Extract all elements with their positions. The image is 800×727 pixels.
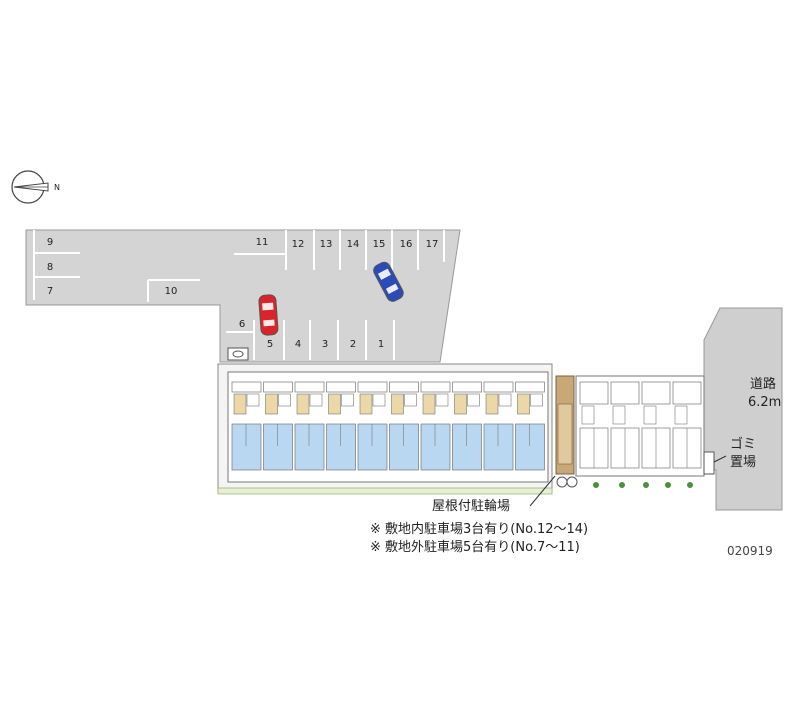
unit-block bbox=[231, 381, 262, 471]
unit-block bbox=[579, 381, 609, 469]
slot-5: 5 bbox=[267, 339, 273, 350]
garbage-label-2: 置場 bbox=[730, 455, 756, 470]
red-car-icon bbox=[258, 294, 279, 336]
unit-block bbox=[515, 381, 545, 471]
bicycle-label: 屋根付駐輪場 bbox=[432, 498, 510, 514]
apartment-building-main bbox=[217, 363, 553, 493]
slot-13: 13 bbox=[320, 239, 333, 250]
slot-7: 7 bbox=[47, 286, 53, 297]
blue-car-icon bbox=[373, 261, 404, 302]
slot-14: 14 bbox=[347, 239, 360, 250]
garbage-box-icon bbox=[703, 451, 715, 475]
garbage-leader bbox=[713, 455, 727, 463]
unit-block bbox=[610, 381, 640, 469]
slot-2: 2 bbox=[350, 339, 356, 350]
slot-10: 10 bbox=[165, 286, 178, 297]
road-width: 6.2m bbox=[748, 395, 781, 410]
road-label: 道路 bbox=[750, 376, 776, 392]
garbage-label: ゴミ bbox=[730, 436, 756, 452]
stall-lines-left bbox=[33, 230, 445, 360]
slot-12: 12 bbox=[292, 239, 305, 250]
slot-8: 8 bbox=[47, 262, 53, 273]
road bbox=[703, 307, 783, 511]
apartment-building-annex bbox=[575, 375, 705, 477]
unit-block bbox=[263, 381, 293, 471]
slot-3: 3 bbox=[322, 339, 328, 350]
entrance-marker-icon bbox=[227, 347, 249, 361]
unit-block bbox=[672, 381, 702, 469]
slot-16: 16 bbox=[400, 239, 413, 250]
note-onsite: ※ 敷地内駐車場3台有り(No.12～14) bbox=[370, 522, 589, 537]
slot-9: 9 bbox=[47, 237, 53, 248]
parking-lot bbox=[25, 229, 461, 363]
unit-block bbox=[641, 381, 671, 469]
slot-17: 17 bbox=[426, 239, 439, 250]
unit-block bbox=[294, 381, 325, 471]
compass-icon: N bbox=[11, 170, 60, 204]
unit-block bbox=[483, 381, 514, 471]
unit-block bbox=[389, 381, 419, 471]
compass-mark: N bbox=[54, 183, 60, 192]
slot-6: 6 bbox=[239, 319, 245, 330]
map-code: 020919 bbox=[727, 544, 773, 558]
unit-block bbox=[326, 381, 356, 471]
bicycle-parking bbox=[555, 375, 578, 488]
unit-block bbox=[357, 381, 388, 471]
note-offsite: ※ 敷地外駐車場5台有り(No.7～11) bbox=[370, 540, 580, 555]
unit-block bbox=[452, 381, 482, 471]
bicycle-leader bbox=[529, 475, 556, 507]
slot-15: 15 bbox=[373, 239, 386, 250]
shrubs bbox=[593, 482, 693, 488]
hedge-strip bbox=[217, 487, 553, 495]
slot-11: 11 bbox=[256, 237, 269, 248]
slot-4: 4 bbox=[295, 339, 301, 350]
slot-1: 1 bbox=[378, 339, 384, 350]
unit-block bbox=[420, 381, 451, 471]
